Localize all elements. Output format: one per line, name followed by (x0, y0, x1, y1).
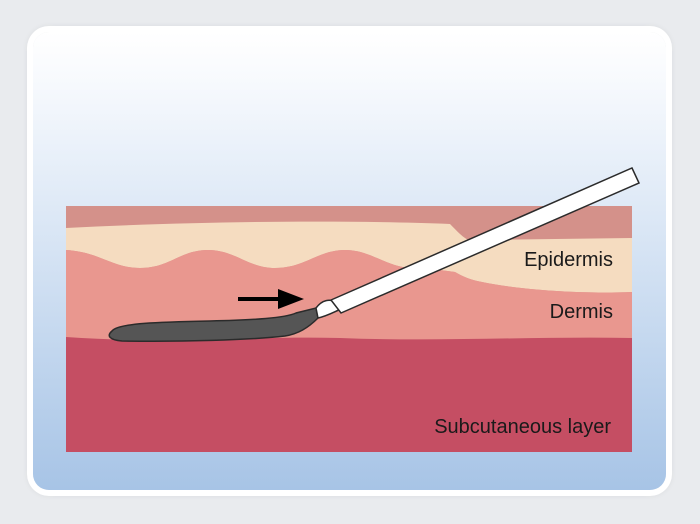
epidermis-layer (66, 221, 632, 293)
label-dermis: Dermis (550, 301, 613, 323)
direction-arrow-icon (238, 289, 304, 309)
instrument-shaft (329, 167, 641, 314)
label-epidermis: Epidermis (524, 249, 613, 271)
subcutaneous-layer (66, 337, 632, 452)
instrument-tip (108, 307, 319, 343)
tissue-layers (66, 206, 632, 452)
label-subcutaneous-layer: Subcutaneous layer (434, 416, 611, 438)
